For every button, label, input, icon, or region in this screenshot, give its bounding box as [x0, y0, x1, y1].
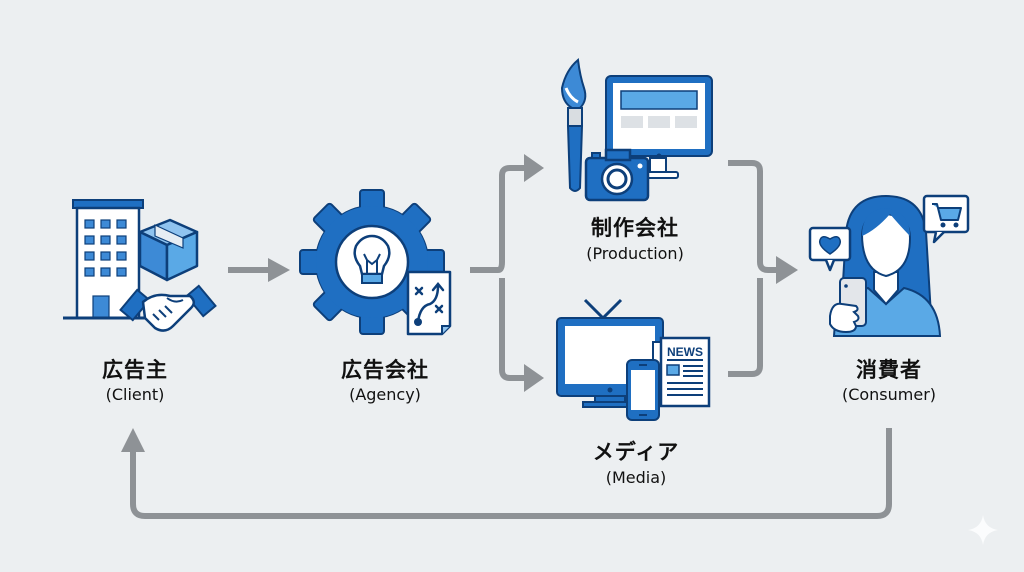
sparkle-icon: [968, 515, 998, 545]
production-label-jp: 制作会社: [591, 216, 679, 240]
client-label-en: (Client): [105, 385, 165, 404]
consumer-label-en: (Consumer): [841, 385, 937, 404]
tv-phone-newspaper-icon: NEWS: [556, 298, 711, 421]
arrowhead-production: [524, 154, 544, 182]
consumer-label-jp: 消費者: [856, 358, 922, 382]
arrowhead-consumer: [776, 256, 798, 284]
arrow-agency-branch: [470, 165, 528, 381]
production-label-en: (Production): [586, 244, 684, 263]
arrowhead-agency: [268, 258, 290, 282]
arrowhead-media: [524, 364, 544, 392]
newspaper-text: NEWS: [667, 345, 703, 359]
agency-label-en: (Agency): [349, 385, 421, 404]
client-label-jp: 広告主: [102, 358, 168, 382]
media-label-en: (Media): [605, 468, 667, 487]
woman-phone-heart-cart-icon: [808, 194, 970, 337]
agency-label-jp: 広告会社: [341, 358, 429, 382]
arrowhead-client: [121, 428, 145, 452]
gear-lightbulb-strategy-icon: [299, 189, 452, 336]
arrow-consumer-to-client-loop: [130, 428, 892, 519]
media-label-jp: メディア: [592, 440, 680, 464]
arrow-merge-to-consumer: [728, 160, 782, 377]
building-handshake-box-icon: [63, 199, 217, 332]
brush-monitor-camera-icon: [560, 58, 713, 202]
